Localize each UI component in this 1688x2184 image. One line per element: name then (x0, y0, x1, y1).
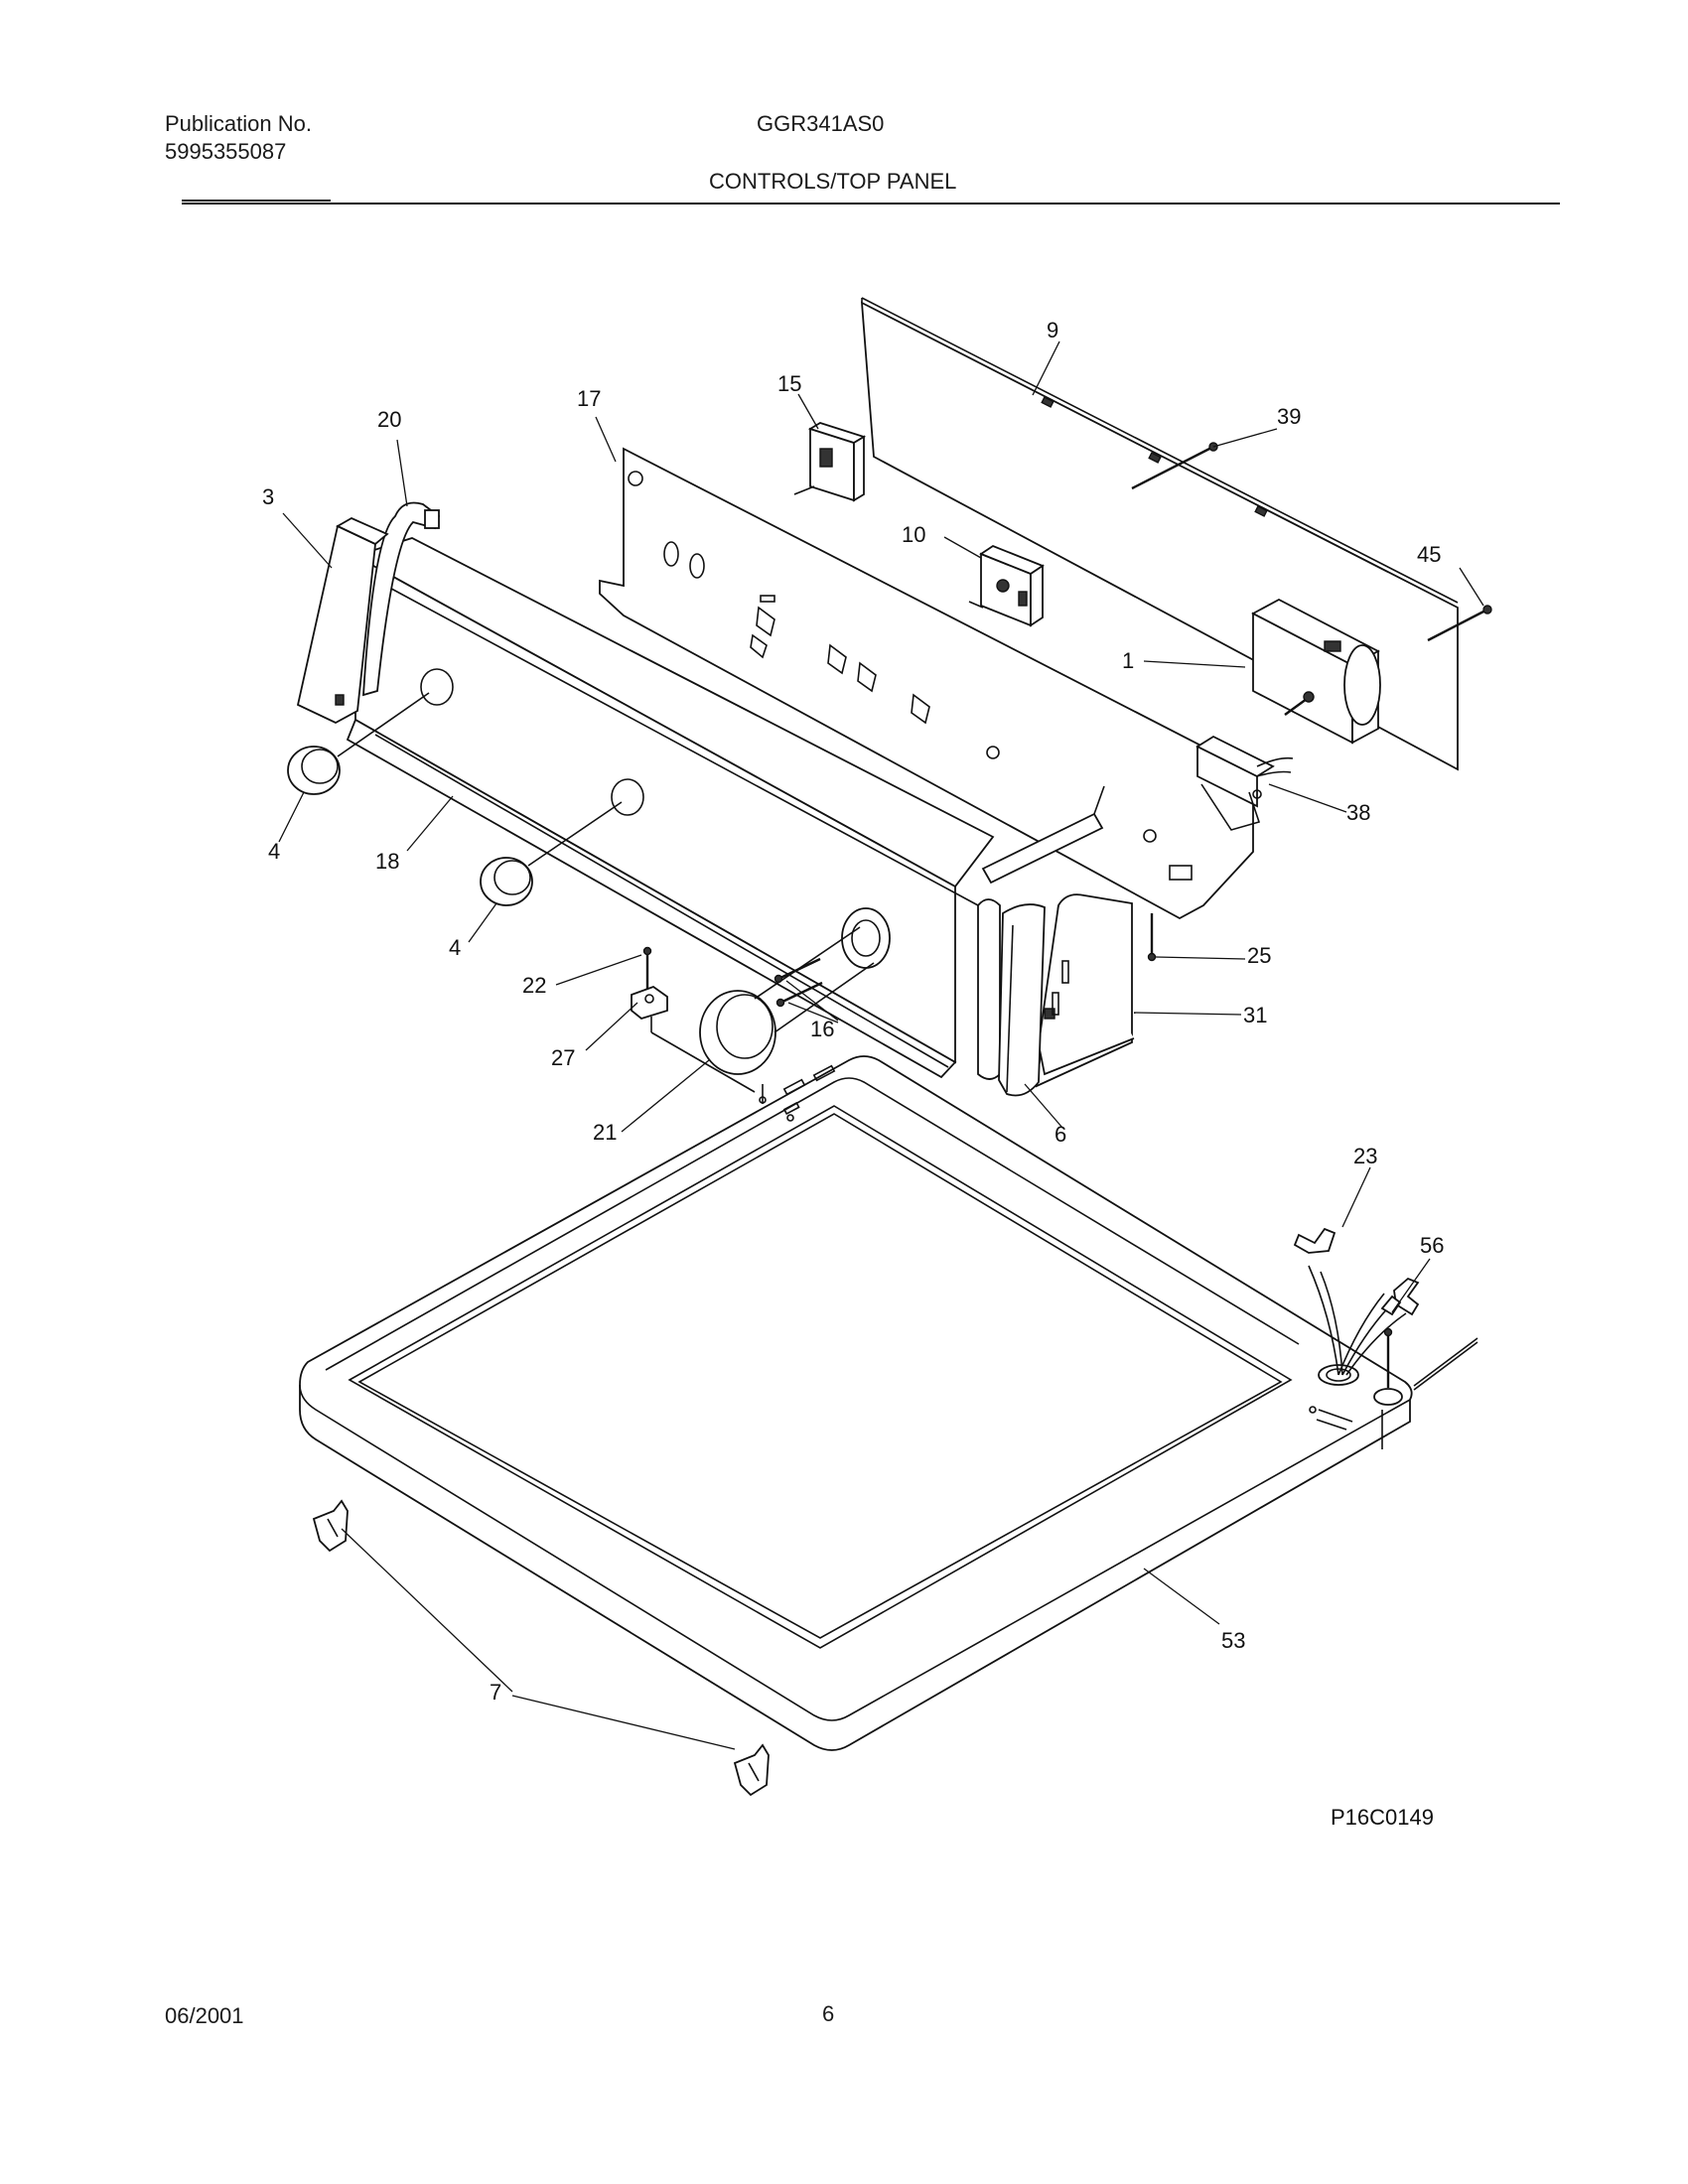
part-screw-45 (1427, 605, 1492, 642)
header-rule (182, 203, 1560, 205)
callout-3: 3 (262, 484, 274, 509)
part-console-plate (599, 447, 1254, 920)
part-switch-10 (968, 544, 1045, 627)
part-screw-22 (642, 946, 652, 989)
callout-4-left: 4 (268, 839, 280, 864)
callout-10: 10 (902, 522, 925, 547)
callout-39: 39 (1277, 404, 1301, 429)
callout-31: 31 (1243, 1003, 1267, 1027)
callout-25: 25 (1247, 943, 1271, 968)
part-knob-4-left (287, 692, 430, 795)
callout-7: 7 (490, 1680, 501, 1705)
part-endcap-bracket-20 (362, 501, 441, 697)
part-top-panel-53 (299, 1055, 1478, 1751)
part-knob-21 (699, 926, 875, 1075)
publication-label: Publication No. (165, 111, 312, 136)
callout-21: 21 (593, 1120, 617, 1145)
part-ground-screw-56 (1383, 1327, 1393, 1388)
footer-date: 06/2001 (165, 2003, 244, 2028)
callout-56: 56 (1420, 1233, 1444, 1258)
callout-17: 17 (577, 386, 601, 411)
part-console-18 (346, 537, 1001, 1080)
part-shaft (981, 785, 1105, 885)
footer-page-number: 6 (822, 2001, 835, 2026)
part-endcap-31 (1035, 893, 1135, 1088)
callout-4-center: 4 (449, 935, 461, 960)
part-endcap-6 (998, 903, 1046, 1097)
part-bracket-38 (1196, 735, 1294, 831)
part-screws-16 (774, 957, 823, 1008)
callout-9: 9 (1047, 318, 1058, 342)
figure-code: P16C0149 (1331, 1805, 1434, 1830)
callout-20: 20 (377, 407, 401, 432)
model-number: GGR341AS0 (757, 111, 885, 136)
callout-53: 53 (1221, 1628, 1245, 1653)
callout-leader-lines (278, 341, 1484, 1750)
callout-18: 18 (375, 849, 399, 874)
part-wire-harness-23 (1293, 1227, 1420, 1376)
callout-16: 16 (810, 1017, 834, 1041)
part-endcap-3 (296, 516, 389, 725)
part-clip-7-lower (733, 1743, 770, 1797)
part-screw-25 (1147, 913, 1157, 962)
part-clip-7-upper (312, 1499, 349, 1553)
part-relay-15 (793, 422, 867, 502)
callout-38: 38 (1346, 800, 1370, 825)
part-timer-1 (1251, 598, 1381, 745)
callout-6: 6 (1055, 1122, 1066, 1147)
callout-labels: 9 15 17 20 39 3 10 45 1 38 4 18 4 25 22 … (262, 318, 1444, 1705)
part-clip-27 (631, 985, 756, 1093)
callout-45: 45 (1417, 542, 1441, 567)
publication-number: 5995355087 (165, 139, 287, 164)
callout-27: 27 (551, 1045, 575, 1070)
header-rule-accent (182, 200, 331, 202)
callout-23: 23 (1353, 1144, 1377, 1168)
callout-22: 22 (522, 973, 546, 998)
callout-1: 1 (1122, 648, 1134, 673)
section-title: CONTROLS/TOP PANEL (709, 169, 957, 194)
callout-15: 15 (777, 371, 801, 396)
part-knob-4-center (480, 801, 623, 906)
